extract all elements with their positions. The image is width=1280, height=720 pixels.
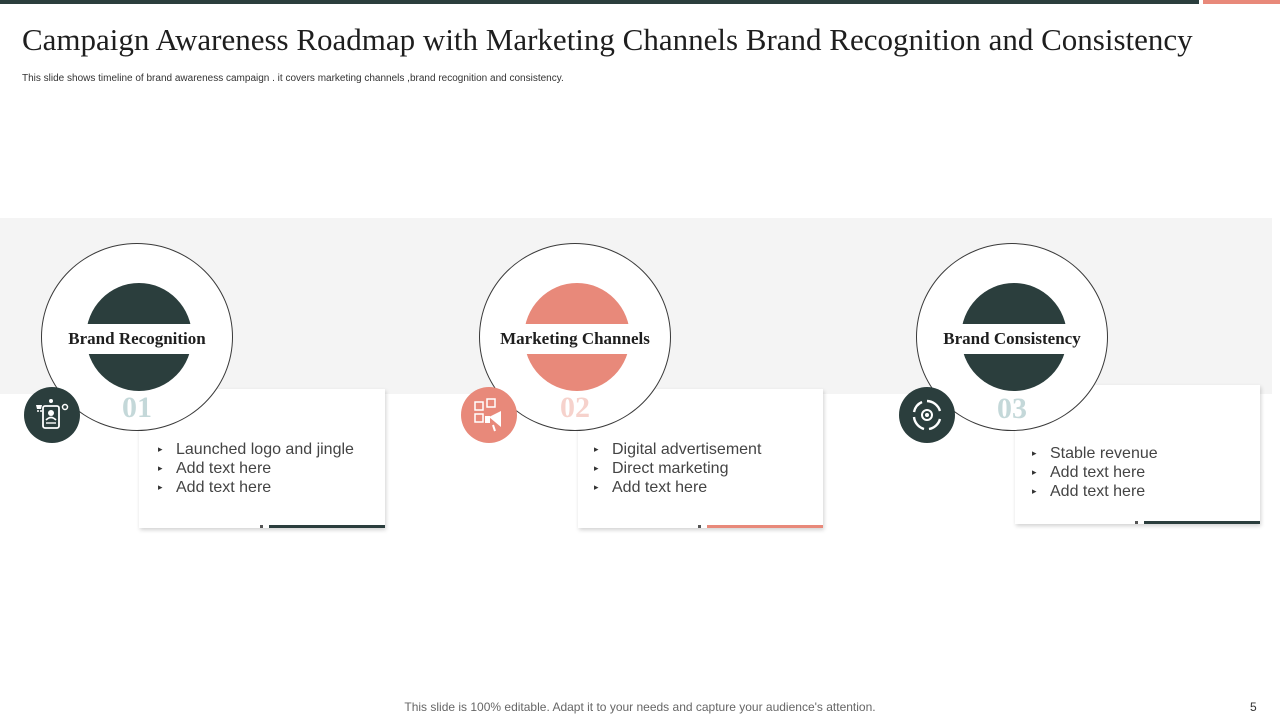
bullet-item: Digital advertisement xyxy=(594,440,761,459)
bullet-item: Add text here xyxy=(158,478,354,497)
page-title: Campaign Awareness Roadmap with Marketin… xyxy=(22,22,1193,57)
bullet-item: Add text here xyxy=(1032,463,1158,482)
bullet-item: Add text here xyxy=(594,478,761,497)
step-label-band-3: Brand Consistency xyxy=(927,324,1097,354)
card-accent-dot xyxy=(698,525,701,528)
step-number: 02 xyxy=(560,391,590,424)
card-accent-bar xyxy=(707,525,823,528)
bullet-item: Launched logo and jingle xyxy=(158,440,354,459)
card-accent-bar xyxy=(269,525,385,528)
step-card-3: Stable revenue Add text here Add text he… xyxy=(1015,385,1260,524)
card-accent-dot xyxy=(1135,521,1138,524)
step-label: Brand Consistency xyxy=(943,329,1081,348)
step-label-band-2: Marketing Channels xyxy=(490,324,660,354)
page-number: 5 xyxy=(1250,700,1257,714)
step-3-bullets: Stable revenue Add text here Add text he… xyxy=(1032,444,1158,501)
cycle-gear-icon xyxy=(899,387,955,443)
page-subtitle: This slide shows timeline of brand aware… xyxy=(22,73,564,84)
top-accent-bar-coral xyxy=(1203,0,1280,4)
bullet-item: Add text here xyxy=(1032,482,1158,501)
bullet-item: Direct marketing xyxy=(594,459,761,478)
id-badge-icon xyxy=(24,387,80,443)
top-accent-bar xyxy=(0,0,1199,4)
step-number: 03 xyxy=(997,392,1027,425)
card-accent-dot xyxy=(260,525,263,528)
step-label: Brand Recognition xyxy=(68,329,206,348)
megaphone-icon xyxy=(461,387,517,443)
bullet-item: Add text here xyxy=(158,459,354,478)
card-accent-bar xyxy=(1144,521,1260,524)
step-label: Marketing Channels xyxy=(500,329,650,348)
footer-note: This slide is 100% editable. Adapt it to… xyxy=(404,700,876,714)
step-label-band-1: Brand Recognition xyxy=(52,324,222,354)
bullet-item: Stable revenue xyxy=(1032,444,1158,463)
step-number: 01 xyxy=(122,391,152,424)
step-1-bullets: Launched logo and jingle Add text here A… xyxy=(158,440,354,497)
step-2-bullets: Digital advertisement Direct marketing A… xyxy=(594,440,761,497)
